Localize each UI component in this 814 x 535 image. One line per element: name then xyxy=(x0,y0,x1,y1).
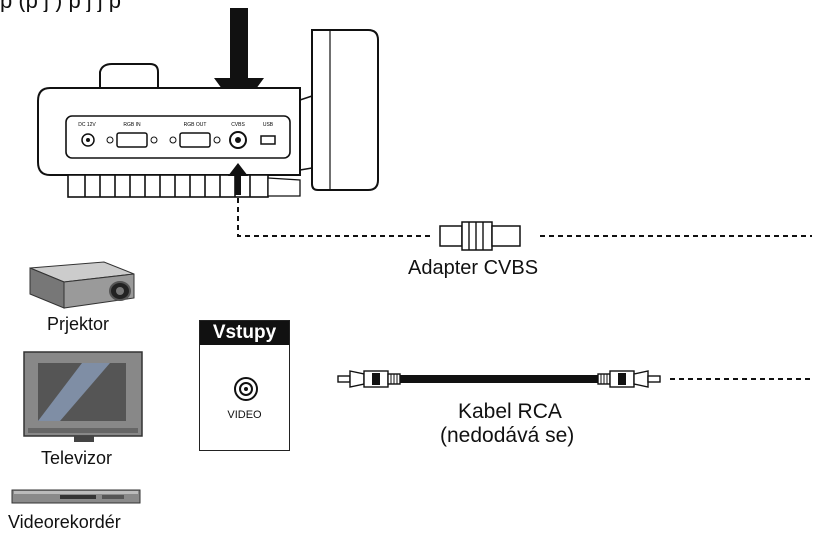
port-label-usb: USB xyxy=(263,122,274,128)
cvbs-adapter-icon xyxy=(439,221,521,251)
projector-label: Prjektor xyxy=(47,314,110,334)
rca-cable xyxy=(337,370,661,388)
input-panel: Vstupy VIDEO xyxy=(199,320,290,451)
input-panel-title: Vstupy xyxy=(200,321,289,345)
projector-icon xyxy=(29,261,135,309)
television-icon xyxy=(23,351,143,442)
dashed-link-device-adapter xyxy=(237,198,430,237)
rca-jack-icon xyxy=(233,376,259,407)
port-label-dc: DC 12V xyxy=(78,122,96,128)
port-label-cvbs: CVBS xyxy=(231,122,245,128)
vcr-label: Videorekordér xyxy=(8,512,121,532)
adapter-label: Adapter CVBS xyxy=(408,257,539,279)
port-label-rgb-in: RGB IN xyxy=(123,122,141,128)
cable-note-label: (nedodává se) xyxy=(440,424,575,447)
input-jack-label: VIDEO xyxy=(227,409,262,421)
up-arrow-icon xyxy=(228,163,248,195)
cable-label: Kabel RCA xyxy=(458,400,562,423)
header-partial-text: p (p j ) p j j p xyxy=(0,0,814,12)
television-label: Televizor xyxy=(41,448,113,468)
document-camera-device xyxy=(37,29,379,198)
port-label-rgb-out: RGB OUT xyxy=(184,122,207,128)
vcr-icon xyxy=(11,489,141,504)
